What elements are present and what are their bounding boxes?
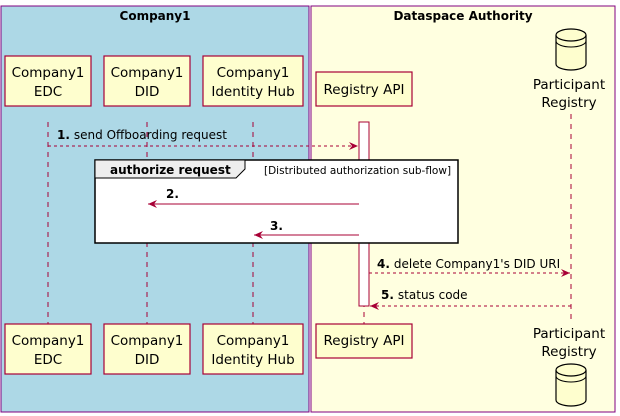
participant-hub-bottom: Company1 Identity Hub bbox=[202, 323, 304, 375]
message-3: 3. bbox=[254, 219, 359, 239]
participant-edc-top: Company1 EDC bbox=[4, 55, 92, 107]
participant-registry-api-bottom: Registry API bbox=[315, 323, 413, 359]
participant-registry-api-top: Registry API bbox=[315, 71, 413, 107]
message-number: 2. bbox=[166, 187, 179, 201]
participant-participant-registry-top: Participant Registry bbox=[533, 28, 605, 111]
message-number: 5. bbox=[381, 288, 394, 302]
message-label: 4. delete Company1's DID URI bbox=[377, 257, 560, 271]
participant-label: EDC bbox=[34, 84, 62, 100]
participant-label: Company1 bbox=[12, 333, 85, 349]
participant-label: Registry API bbox=[324, 82, 405, 98]
participant-participant-registry-bottom: Participant Registry bbox=[533, 326, 605, 407]
participant-label: Participant bbox=[533, 77, 605, 93]
participant-label: Identity Hub bbox=[211, 352, 294, 368]
participant-label: EDC bbox=[34, 352, 62, 368]
participant-did-top: Company1 DID bbox=[103, 55, 191, 107]
message-text: delete Company1's DID URI bbox=[394, 257, 560, 271]
fragment-guard: [Distributed authorization sub-flow] bbox=[264, 165, 451, 177]
database-icon bbox=[555, 28, 587, 71]
message-label: 1. send Offboarding request bbox=[57, 128, 227, 142]
participant-label: Company1 bbox=[217, 333, 290, 349]
participant-label: DID bbox=[135, 352, 160, 368]
participant-edc-bottom: Company1 EDC bbox=[4, 323, 92, 375]
participant-label: Company1 bbox=[111, 333, 184, 349]
participant-label: Identity Hub bbox=[211, 84, 294, 100]
participant-label: Participant bbox=[533, 326, 605, 342]
message-text: send Offboarding request bbox=[74, 128, 227, 142]
message-number: 4. bbox=[377, 257, 390, 271]
participant-label: Company1 bbox=[12, 65, 85, 81]
message-4: 4. delete Company1's DID URI bbox=[369, 257, 570, 277]
participant-did-bottom: Company1 DID bbox=[103, 323, 191, 375]
participant-label: Registry bbox=[541, 95, 596, 111]
message-2: 2. bbox=[148, 187, 359, 208]
participant-label: Company1 bbox=[217, 65, 290, 81]
participant-label: Registry API bbox=[324, 333, 405, 349]
company1-box-title: Company1 bbox=[120, 9, 191, 23]
message-number: 1. bbox=[57, 128, 70, 142]
participant-label: Company1 bbox=[111, 65, 184, 81]
participant-label: Registry bbox=[541, 344, 596, 360]
database-icon bbox=[555, 363, 587, 407]
message-1: 1. send Offboarding request bbox=[48, 128, 358, 150]
participant-label: DID bbox=[135, 84, 160, 100]
participant-hub-top: Company1 Identity Hub bbox=[202, 55, 304, 107]
message-label: 5. status code bbox=[381, 288, 468, 302]
message-number: 3. bbox=[270, 219, 283, 233]
fragment-title: authorize request bbox=[110, 163, 231, 177]
message-text: status code bbox=[398, 288, 468, 302]
authority-box-title: Dataspace Authority bbox=[393, 9, 532, 23]
message-5: 5. status code bbox=[370, 288, 571, 310]
